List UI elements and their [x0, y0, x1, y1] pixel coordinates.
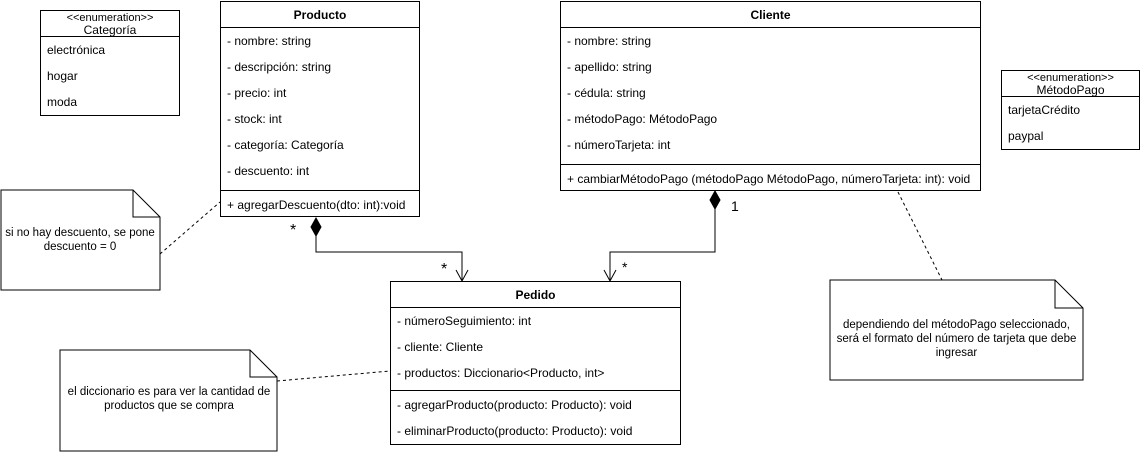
multiplicity-producto: * — [290, 222, 297, 239]
composition-diamond-cliente — [709, 189, 721, 211]
note-diccionario-text: el diccionario es para ver la cantidad d… — [67, 386, 271, 412]
class-pedido-name: Pedido — [391, 282, 680, 308]
attribute: - descuento: int — [227, 164, 310, 178]
anchor-diccionario — [276, 370, 391, 382]
enum-metodopago: <<enumeration>> MétodoPago tarjetaCrédit… — [1001, 70, 1140, 150]
anchor-descuento — [159, 201, 221, 255]
method: - agregarProducto(producto: Producto): v… — [397, 398, 632, 412]
class-producto-name: Producto — [221, 2, 419, 28]
method: - eliminarProducto(producto: Producto): … — [397, 424, 633, 438]
enum-metodopago-name: MétodoPago — [1036, 83, 1105, 97]
attribute: - nombre: string — [567, 34, 652, 48]
enum-categoria-header: <<enumeration>> Categoría — [41, 11, 179, 37]
composition-line-producto-pedido — [315, 236, 463, 281]
note-descuento-text: si no hay descuento, se pone descuento =… — [5, 227, 155, 253]
multiplicity-pedido-producto: * — [441, 261, 448, 278]
attribute: - stock: int — [227, 112, 282, 126]
multiplicity-pedido-cliente: * — [622, 259, 628, 275]
enum-value: moda — [47, 95, 78, 109]
enum-metodopago-stereotype: <<enumeration>> — [1027, 72, 1114, 84]
class-producto-divider — [221, 190, 419, 192]
attribute: - apellido: string — [567, 60, 652, 74]
note-diccionario-shape — [59, 349, 278, 452]
attribute: - cliente: Cliente — [397, 340, 484, 354]
class-cliente-name: Cliente — [561, 2, 980, 28]
enum-categoria-stereotype: <<enumeration>> — [66, 12, 154, 24]
method: + cambiarMétodoPago (métodoPago MétodoPa… — [567, 172, 971, 186]
attribute: - númeroTarjeta: int — [567, 138, 671, 152]
attribute: - descripción: string — [227, 60, 332, 74]
note-metodopago-text: dependiendo del métodoPago seleccionado,… — [836, 319, 1077, 359]
multiplicity-cliente: 1 — [731, 198, 739, 214]
class-pedido: Pedido - númeroSeguimiento: int - client… — [390, 281, 681, 445]
class-cliente: Cliente - nombre: string - apellido: str… — [560, 1, 981, 191]
attribute: - métodoPago: MétodoPago — [567, 112, 718, 126]
attribute: - cédula: string — [567, 86, 646, 100]
anchor-metodopago — [897, 191, 943, 281]
class-producto: Producto - nombre: string - descripción:… — [220, 1, 420, 217]
note-metodopago-shape — [829, 279, 1084, 381]
enum-value: paypal — [1008, 129, 1044, 143]
enum-categoria-name: Categoría — [83, 23, 137, 37]
class-cliente-divider — [561, 164, 980, 166]
enum-value: electrónica — [47, 43, 106, 57]
enum-metodopago-header: <<enumeration>> MétodoPago — [1002, 71, 1139, 97]
enum-value: tarjetaCrédito — [1008, 103, 1081, 117]
attribute: - productos: Diccionario<Producto, int> — [397, 366, 605, 380]
method: + agregarDescuento(dto: int):void — [227, 198, 406, 212]
composition-line-cliente-pedido — [609, 209, 716, 281]
class-pedido-divider — [391, 390, 680, 392]
attribute: - númeroSeguimiento: int — [397, 314, 532, 328]
attribute: - precio: int — [227, 86, 287, 100]
attribute: - nombre: string — [227, 34, 312, 48]
attribute: - categoría: Categoría — [227, 138, 344, 152]
composition-diamond-producto — [310, 216, 322, 238]
enum-value: hogar — [47, 69, 78, 83]
enum-categoria: <<enumeration>> Categoría electrónica ho… — [40, 10, 180, 116]
